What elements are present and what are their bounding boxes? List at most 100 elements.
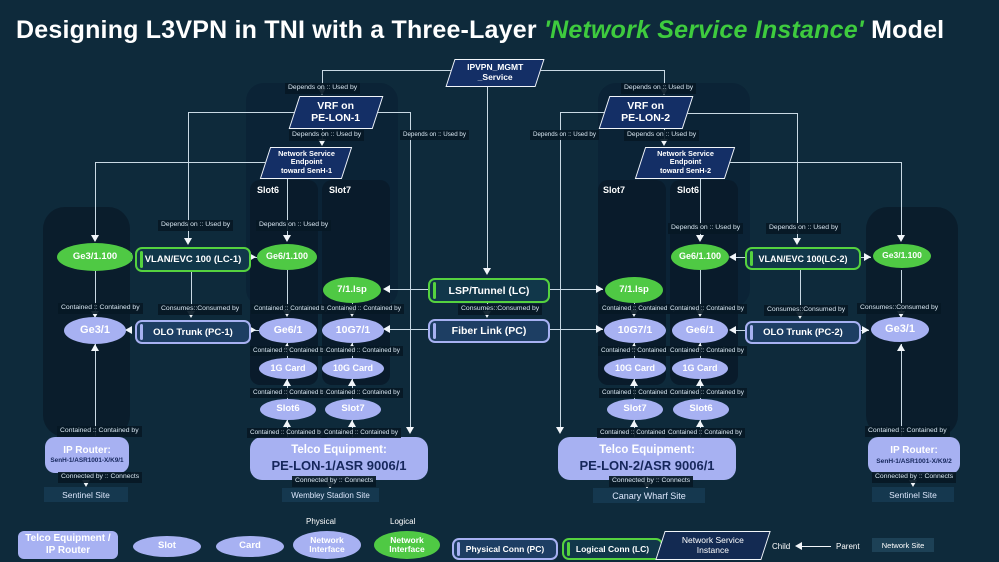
node-ip-router-senh-1-right: IP Router: SenH-1/ASR1001-X/K9/2 xyxy=(868,437,960,474)
node-vrf-pe-lon-1: VRF on PE-LON-1 xyxy=(288,96,384,129)
edge-line xyxy=(322,70,323,94)
title-post: Model xyxy=(863,16,945,44)
edge-label-contained: Contained :: Contained by xyxy=(58,303,143,314)
edge-line xyxy=(386,289,428,290)
edge-label-consumes: Consumes::Consumed by xyxy=(764,305,849,316)
node-10g7-1-right: 10G7/1 xyxy=(604,318,666,343)
node-slot6-right: Slot6 xyxy=(673,399,729,420)
equipment-type: Telco Equipment: xyxy=(291,444,387,457)
arrowhead xyxy=(897,311,905,318)
edge-label-contained-truncated: Contained :: Contained b xyxy=(598,346,675,357)
edge-label-contained: Contained :: Contained by xyxy=(599,388,679,399)
node-ge3-1-left: Ge3/1 xyxy=(64,317,126,344)
edge-line xyxy=(546,289,603,290)
arrowhead xyxy=(249,326,256,334)
arrowhead xyxy=(406,427,414,434)
legend-card: Card xyxy=(216,536,284,557)
edge-line xyxy=(95,271,96,316)
node-slot7-left: Slot7 xyxy=(325,399,381,420)
arrowhead xyxy=(125,326,132,334)
arrowhead xyxy=(862,326,869,334)
edge-label-contained: Contained :: Contained by xyxy=(324,304,404,315)
node-vlan-evc-lc-1: VLAN/EVC 100 (LC-1) xyxy=(135,247,251,272)
edge-label-contained: Contained :: Contained by xyxy=(667,346,747,357)
edge-line xyxy=(728,162,901,163)
node-label: VRF on PE-LON-1 xyxy=(311,100,361,125)
edge-line xyxy=(560,112,561,432)
edge-line xyxy=(410,112,411,432)
arrowhead xyxy=(897,235,905,242)
legend-physical-network-interface: Network Interface xyxy=(293,531,361,559)
arrowhead xyxy=(91,344,99,351)
arrowhead xyxy=(348,379,356,386)
edge-line xyxy=(188,112,189,242)
edge-label-depends: Depends on :: Used by xyxy=(285,83,361,94)
edge-label-contained: Contained :: Contained by xyxy=(250,388,330,399)
arrowhead xyxy=(348,420,356,427)
node-slot6-left: Slot6 xyxy=(260,399,316,420)
edge-label-depends: Depends on :: Used by xyxy=(289,130,365,141)
arrowhead xyxy=(729,253,736,261)
node-label: VRF on PE-LON-2 xyxy=(621,100,671,125)
equipment-name: SenH-1/ASR1001-X/K9/2 xyxy=(876,457,952,465)
arrowhead xyxy=(383,285,390,293)
node-slot7-right: Slot7 xyxy=(607,399,663,420)
node-1g-card-right: 1G Card xyxy=(672,358,728,379)
arrowhead xyxy=(660,139,668,146)
legend-physical-tag: Physical xyxy=(306,517,336,526)
node-10g-card-left: 10G Card xyxy=(322,358,384,379)
slot7-left-container-label: Slot7 xyxy=(329,185,352,195)
node-ge6-1-100-left: Ge6/1.100 xyxy=(257,244,317,270)
edge-line xyxy=(95,162,96,240)
page-title: Designing L3VPN in TNI with a Three-Laye… xyxy=(16,16,991,45)
node-ipvpn-mgmt-service: IPVPN_MGMT _Service xyxy=(445,59,545,87)
edge-label-depends: Depends on :: Used by xyxy=(256,220,332,231)
legend-logical-tag: Logical xyxy=(390,517,416,526)
edge-line xyxy=(287,177,288,240)
edge-line xyxy=(487,85,488,273)
edge-label-depends: Depends on :: Used by xyxy=(668,223,744,234)
arrowhead xyxy=(249,253,256,261)
equipment-name: SenH-1/ASR1001-X/K9/1 xyxy=(50,457,124,465)
edge-label-consumes: Consumes::Consumed by xyxy=(158,304,243,315)
edge-label-contained: Contained :: Contained by xyxy=(667,304,747,315)
edge-label-depends: Depends on :: Used by xyxy=(621,83,697,94)
legend-arrow-line xyxy=(800,546,831,547)
edge-label-connected: Connected by :: Connects xyxy=(58,472,143,483)
node-olo-trunk-pc-1: OLO Trunk (PC-1) xyxy=(135,320,251,344)
edge-label-depends: Depends on :: Used by xyxy=(400,130,469,141)
legend-network-site: Network Site xyxy=(872,538,934,552)
edge-line xyxy=(191,268,192,316)
arrowhead xyxy=(283,235,291,242)
legend-telco-equipment: Telco Equipment / IP Router xyxy=(18,531,118,559)
edge-line xyxy=(732,330,745,331)
legend-arrowhead xyxy=(795,542,802,550)
equipment-name: PE-LON-1/ASR 9006/1 xyxy=(271,457,407,473)
edge-line xyxy=(901,270,902,316)
legend-physical-conn: Physical Conn (PC) xyxy=(452,538,558,560)
arrowhead xyxy=(483,268,491,275)
node-ge6-1-100-right: Ge6/1.100 xyxy=(671,244,729,270)
node-sentinel-site-left: Sentinel Site xyxy=(44,487,128,502)
slot6-left-container-label: Slot6 xyxy=(257,185,280,195)
node-wembley-stadion-site: Wembley Stadion Site xyxy=(282,488,379,502)
arrowhead xyxy=(383,325,390,333)
edge-label-connected: Connected by :: Connects xyxy=(872,472,957,483)
node-label: Network Service Endpoint toward SenH-2 xyxy=(656,149,714,176)
arrowhead xyxy=(630,379,638,386)
edge-line xyxy=(287,270,288,315)
edge-label-consumes: Consumes::Consumed by xyxy=(857,303,942,314)
edge-label-contained: Contained :: Contained by xyxy=(599,304,679,315)
node-nse-toward-senh-2: Network Service Endpoint toward SenH-2 xyxy=(634,147,736,179)
node-ge3-1-100-right: Ge3/1.100 xyxy=(873,244,931,268)
legend-nsi-label: Network Service Instance xyxy=(682,534,744,555)
node-1g-card-left: 1G Card xyxy=(259,358,317,379)
node-ge3-1-right: Ge3/1 xyxy=(871,317,929,342)
legend-child-label: Child xyxy=(772,542,791,551)
arrowhead xyxy=(864,253,871,261)
edge-line xyxy=(546,329,603,330)
edge-line xyxy=(732,257,745,258)
equipment-type: IP Router: xyxy=(63,444,111,456)
arrowhead xyxy=(696,235,704,242)
edge-line xyxy=(797,113,798,242)
